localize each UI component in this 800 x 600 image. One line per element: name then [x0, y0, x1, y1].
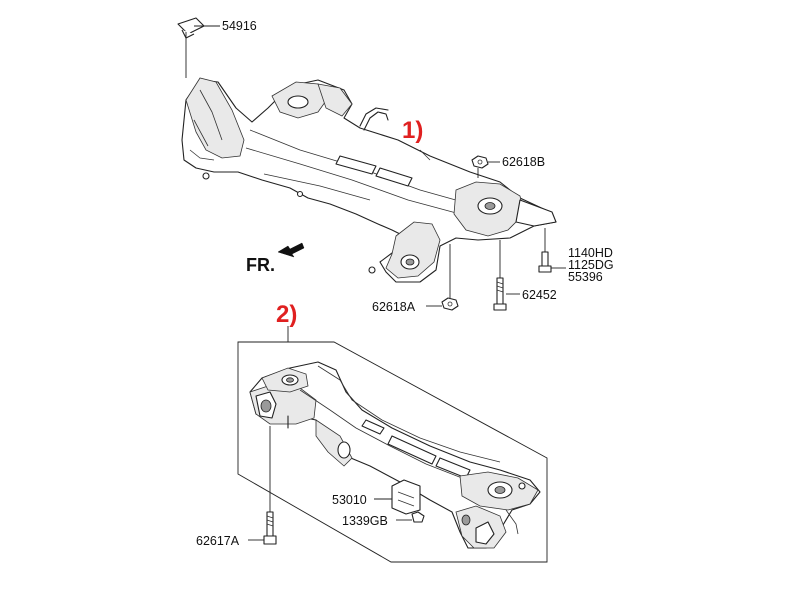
part-number-labels: 54916 62618B 1140HD 1125DG 55396 62452 6…	[196, 19, 614, 548]
part-number-55396: 55396	[568, 270, 603, 284]
bolt-1339GB-icon	[411, 511, 425, 523]
part-number-62617A: 62617A	[196, 534, 240, 548]
front-leader-lines	[185, 25, 566, 307]
rear-subframe-marker: 2)	[276, 301, 297, 328]
bolt-62452-icon	[493, 277, 507, 311]
front-subframe-illustration	[181, 77, 557, 283]
front-direction-indicator: FR.	[246, 242, 305, 275]
part-number-62452: 62452	[522, 288, 557, 302]
nut-62618B-icon	[471, 155, 489, 169]
front-arrow-icon	[277, 242, 305, 258]
part-number-53010: 53010	[332, 493, 367, 507]
part-number-1339GB: 1339GB	[342, 514, 388, 528]
part-number-54916: 54916	[222, 19, 257, 33]
part-number-1125DG: 1125DG	[568, 258, 614, 272]
rear-subframe-frame	[237, 326, 548, 563]
rear-leader-lines	[248, 426, 412, 541]
part-number-62618A: 62618A	[372, 300, 416, 314]
part-number-1140HD: 1140HD	[568, 246, 613, 260]
clip-54916-icon	[177, 17, 205, 39]
rear-subframe-illustration	[249, 361, 541, 549]
bolt-1140HD-icon	[538, 251, 552, 273]
nut-62618A-icon	[441, 297, 459, 311]
part-number-62618B: 62618B	[502, 155, 545, 169]
bracket-53010-icon	[391, 479, 421, 515]
fr-label: FR.	[246, 255, 275, 275]
bolt-62617A-icon	[263, 511, 277, 545]
front-subframe-marker: 1)	[402, 117, 423, 144]
